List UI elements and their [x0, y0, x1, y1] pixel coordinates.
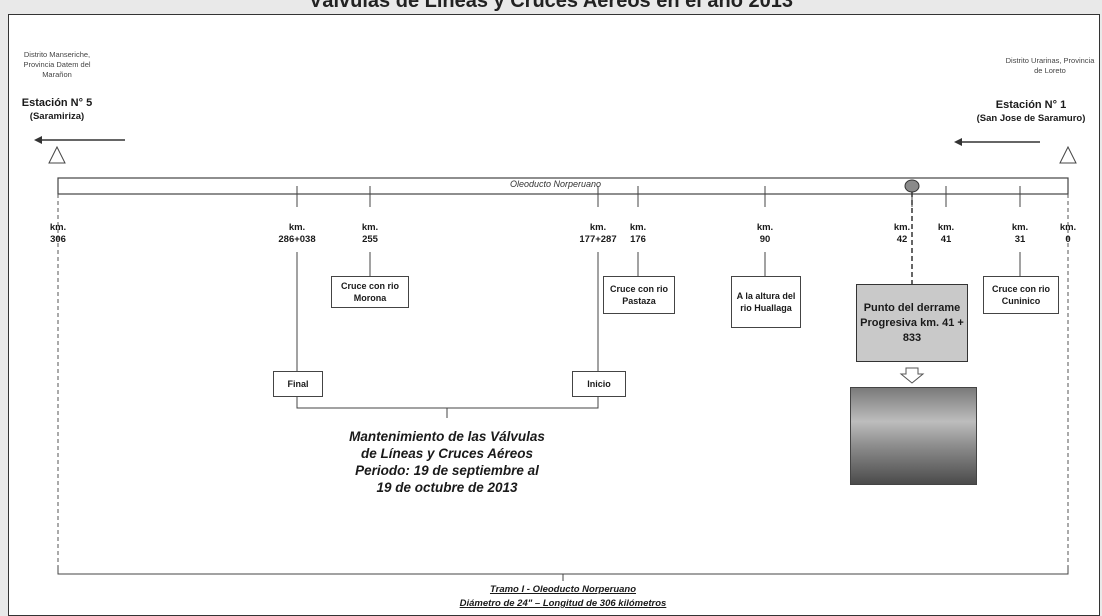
spill-point-marker — [904, 179, 920, 193]
page-title: Válvulas de Líneas y Cruces Aéreos en el… — [309, 0, 793, 12]
left-station-subtitle: (Saramiriza) — [29, 111, 85, 122]
km-marker: km.177+287 — [579, 222, 617, 245]
huallaga-crossing-box: A la altura del rio Huallaga — [731, 276, 801, 328]
station-1-triangle-icon — [1059, 145, 1077, 164]
cuninico-crossing-box: Cruce con rio Cuninico — [983, 276, 1059, 314]
km-marker: km.176 — [629, 222, 647, 245]
km-marker: km.0 — [1059, 222, 1077, 245]
km-marker: km.42 — [893, 222, 911, 245]
spill-point-box: Punto del derrame Progresiva km. 41 + 83… — [856, 284, 968, 362]
left-station-district: Distrito Manseriche, Provincia Datem del… — [23, 50, 91, 79]
left-station-title: Estación N° 5 — [21, 97, 93, 109]
km-marker: km.41 — [937, 222, 955, 245]
pipeline-label: Oleoducto Norperuano — [510, 179, 602, 189]
right-arrowhead — [954, 138, 962, 146]
left-arrowhead — [34, 136, 42, 144]
station-5-triangle-icon — [48, 145, 66, 164]
down-arrow-icon — [899, 367, 925, 384]
km-marker: km.306 — [49, 222, 67, 245]
total-length-bracket — [57, 566, 1069, 575]
pastaza-crossing-box: Cruce con rio Pastaza — [603, 276, 675, 314]
km-marker: km.255 — [361, 222, 379, 245]
tramo-caption: Tramo I - Oleoducto Norperuano Diámetro … — [459, 584, 667, 609]
right-station-title: Estación N° 1 — [995, 99, 1067, 111]
km-marker: km.31 — [1011, 222, 1029, 245]
km-marker: km.90 — [756, 222, 774, 245]
maintenance-description: Mantenimiento de las Válvulas de Líneas … — [349, 429, 545, 495]
km-marker: km.286+038 — [278, 222, 316, 245]
right-station-district: Distrito Urarinas, Provincia de Loreto — [1005, 56, 1095, 75]
left-station-name: Estación N° 5 (Saramiriza) — [10, 96, 104, 124]
right-station-subtitle: (San Jose de Saramuro) — [976, 113, 1086, 124]
maintenance-bracket — [296, 397, 599, 409]
pipeline-bar — [57, 177, 1069, 195]
final-box: Final — [273, 371, 323, 397]
spill-photo — [850, 387, 977, 485]
morona-crossing-box: Cruce con rio Morona — [331, 276, 409, 308]
right-station-name: Estación N° 1 (San Jose de Saramuro) — [966, 98, 1096, 126]
inicio-box: Inicio — [572, 371, 626, 397]
